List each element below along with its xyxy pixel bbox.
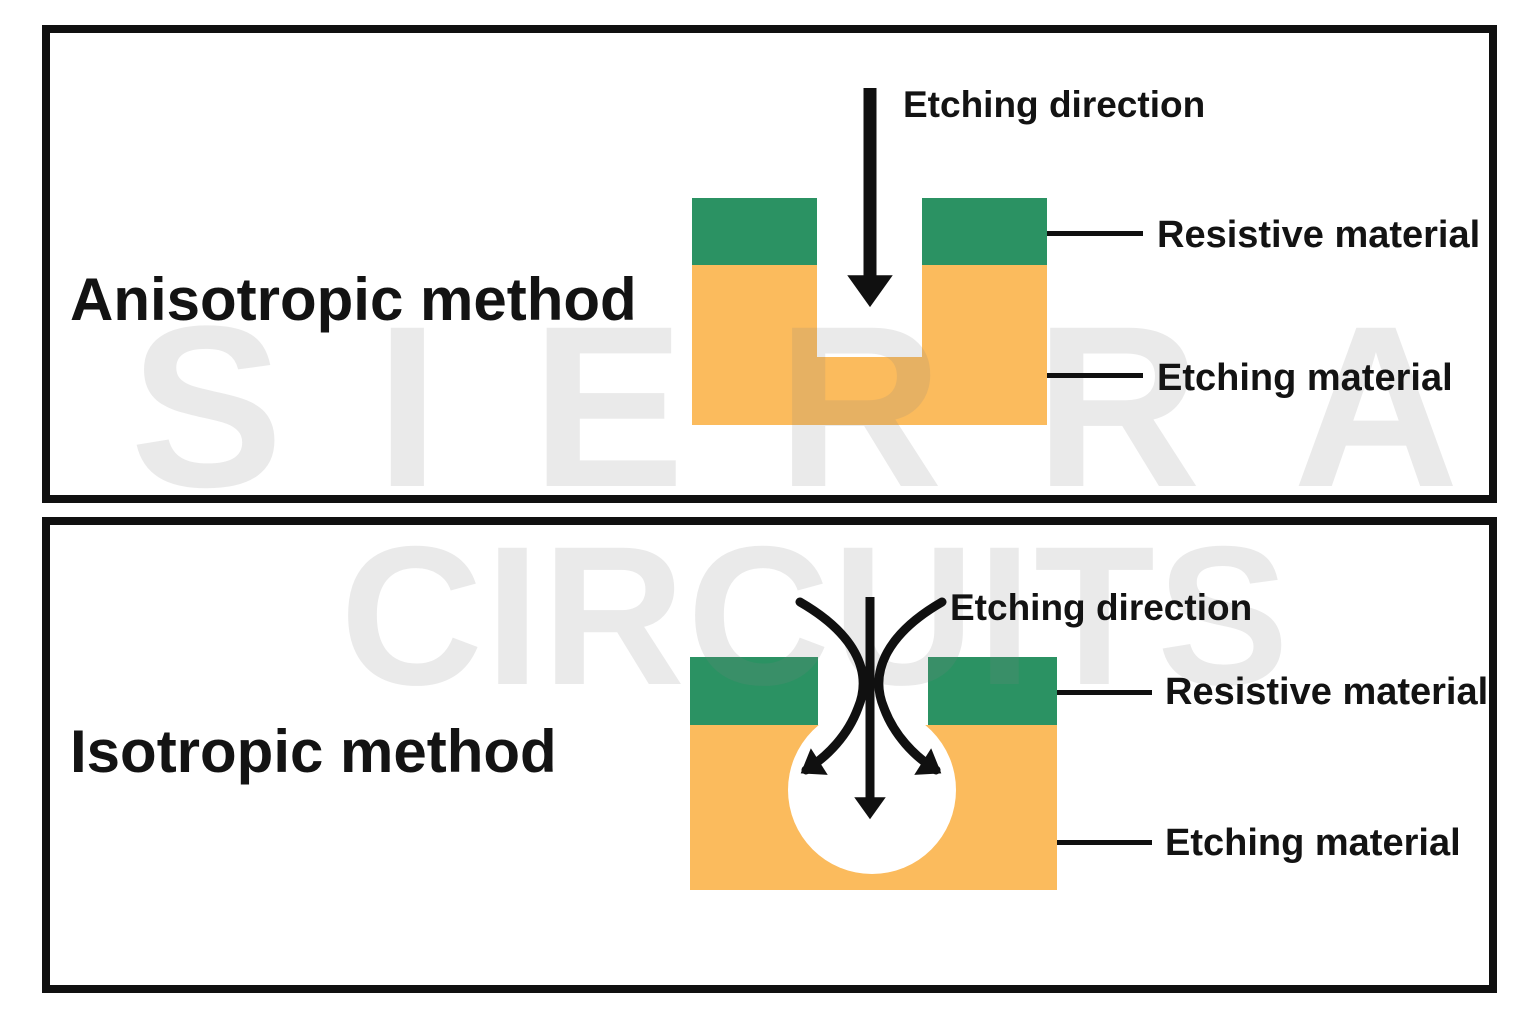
etching-direction-arrows <box>795 597 947 820</box>
etching-direction-arrow <box>847 88 893 308</box>
etching-leader-line <box>1057 840 1152 845</box>
resistive-leader-line <box>1047 231 1143 236</box>
isotropic-panel: CIRCUITS Isotropic method Etching direct… <box>42 517 1497 993</box>
resistive-material-block-left <box>692 198 817 265</box>
etching-material-label: Etching material <box>1157 357 1453 399</box>
etching-direction-label: Etching direction <box>950 587 1253 628</box>
curved-arrow-right <box>874 597 947 775</box>
etching-material-label: Etching material <box>1165 822 1461 864</box>
resistive-leader-line <box>1057 690 1152 695</box>
resistive-material-block-left <box>690 657 818 725</box>
resistive-material-label: Resistive material <box>1165 671 1489 713</box>
resistive-material-label: Resistive material <box>1157 214 1481 256</box>
resistive-material-block-right <box>922 198 1047 265</box>
isotropic-title: Isotropic method <box>70 718 557 785</box>
resistive-material-block-right <box>928 657 1057 725</box>
etching-direction-label: Etching direction <box>903 84 1206 125</box>
anisotropic-title: Anisotropic method <box>70 266 637 333</box>
etching-leader-line <box>1047 373 1143 378</box>
curved-arrow-left <box>795 597 868 775</box>
anisotropic-panel: SIERRA Anisotropic method Etching direct… <box>42 25 1497 503</box>
